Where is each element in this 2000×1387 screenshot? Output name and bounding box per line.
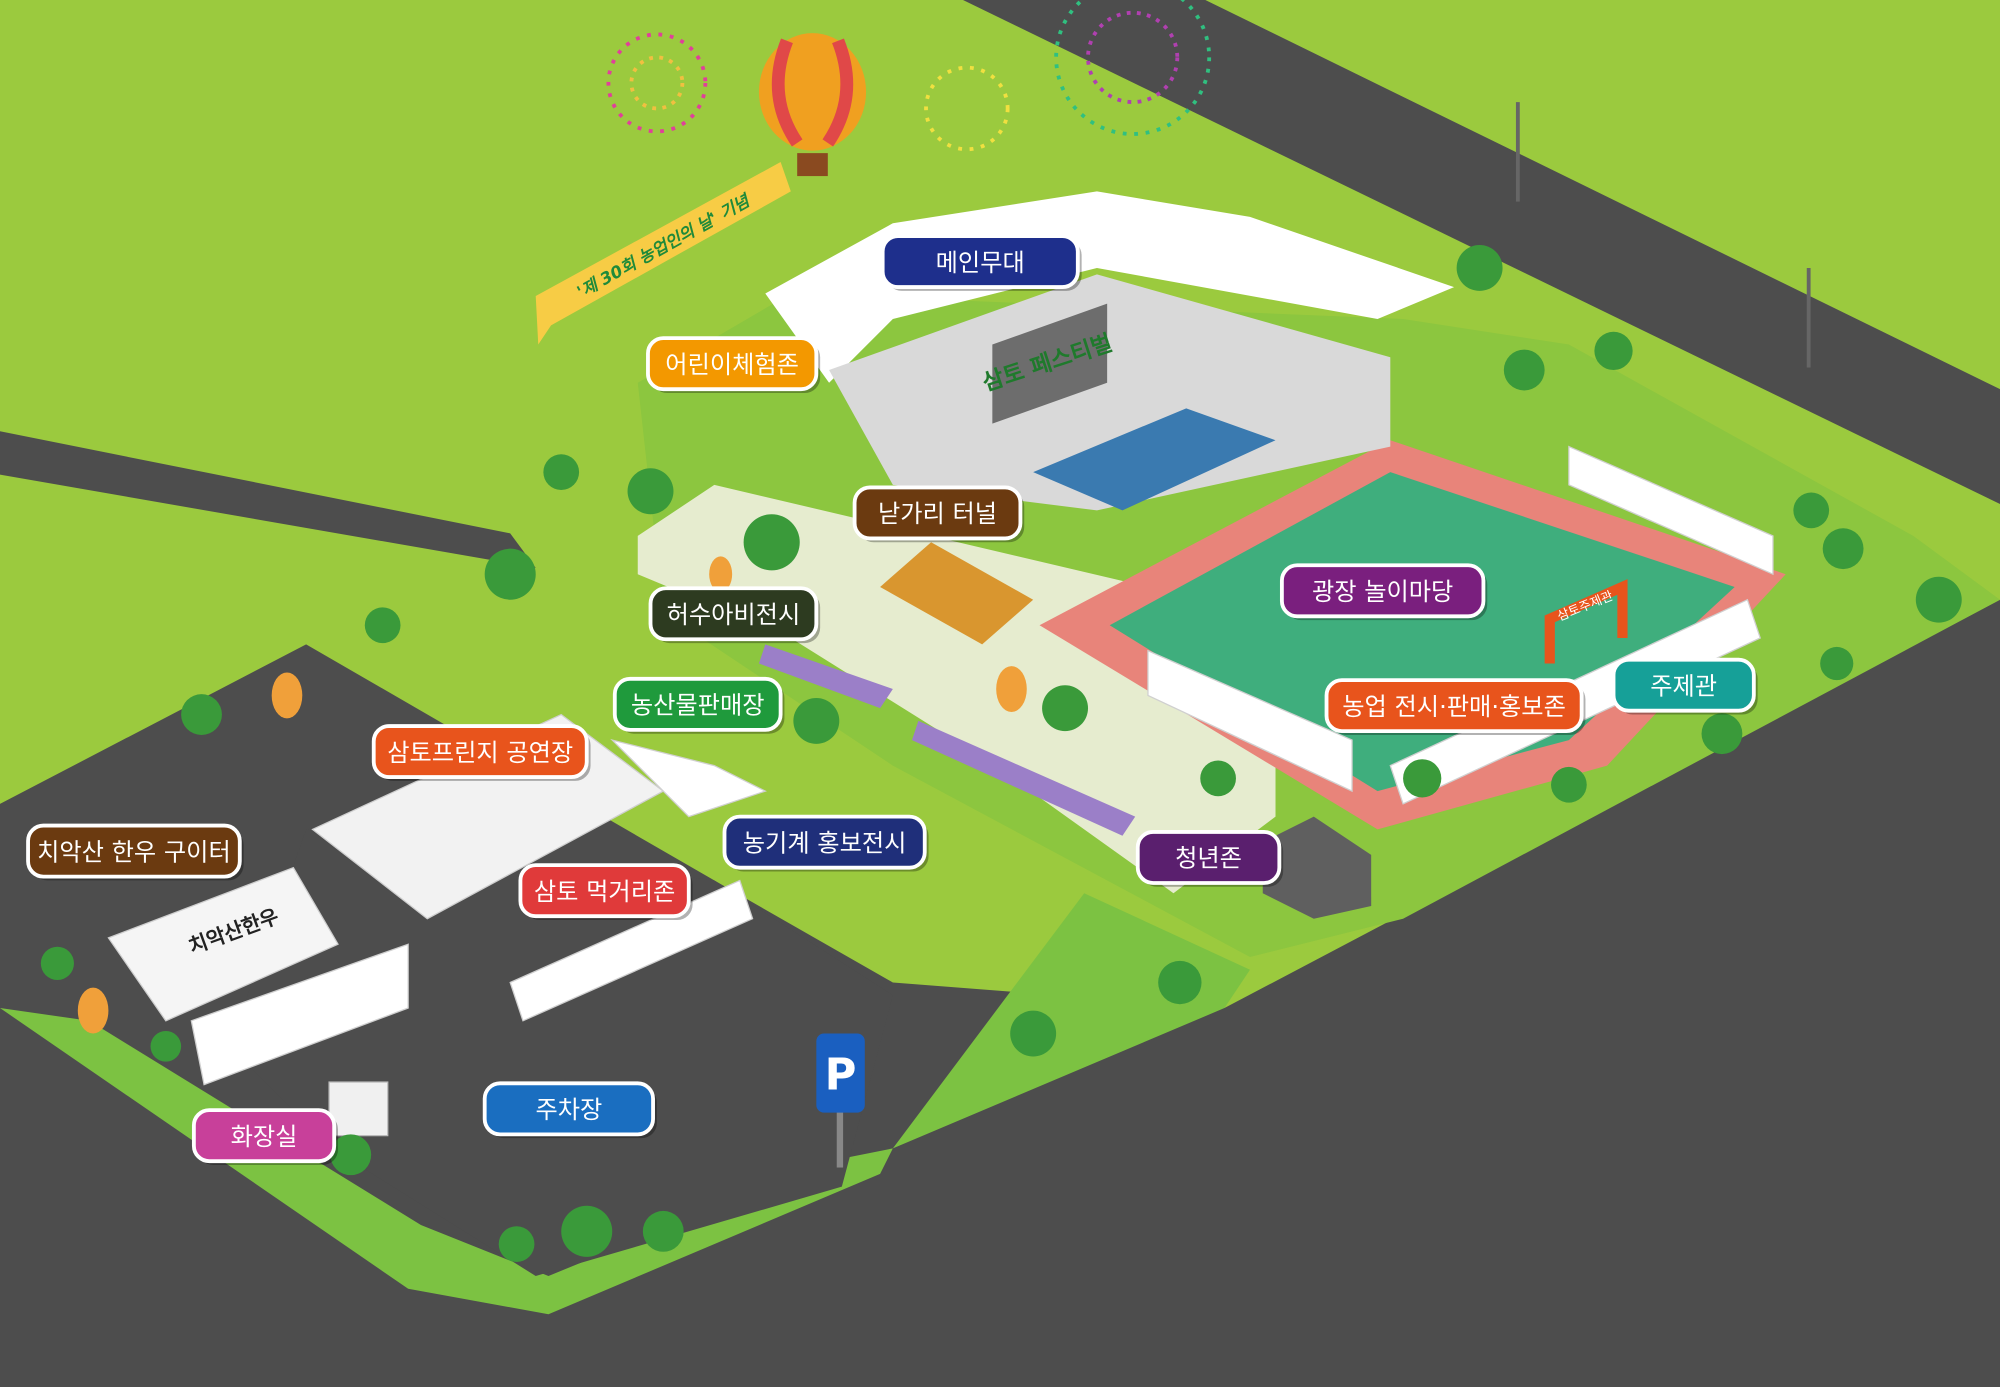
label-text: 주차장 [535,1096,602,1124]
label-box [1135,830,1282,885]
label-text: 삼토 먹거리존 [534,878,675,906]
label-box [191,1108,337,1164]
label-text: 낟가리 터널 [878,500,997,528]
label-box [722,814,927,870]
label-haystack-tunnel[interactable]: 낟가리 터널 [852,485,1025,543]
label-restroom[interactable]: 화장실 [191,1108,339,1165]
label-theme-hall[interactable]: 주제관 [1611,657,1758,715]
theme-gate [1544,579,1628,664]
label-kids-zone[interactable]: 어린이체험존 [646,336,821,394]
label-youth-zone[interactable]: 청년존 [1135,830,1284,887]
label-parking[interactable]: 주차장 [482,1081,657,1139]
label-box [648,586,819,642]
label-text: 어린이체험존 [665,351,799,379]
market-stalls [758,644,1136,836]
balloon-stripes [771,38,854,147]
label-box [1279,563,1486,619]
label-text: 농업 전시·판매·홍보존 [1342,693,1566,721]
trees [40,244,1962,1262]
parking-pole [836,1097,844,1168]
label-text: 농산물판매장 [631,692,765,720]
label-text: 주제관 [1650,672,1717,700]
label-box [852,485,1023,541]
label-box [26,823,242,879]
hanwoo-tent [107,866,339,1022]
parking-sign [816,1033,865,1113]
label-hanwoo-grill[interactable]: 치악산 한우 구이터 [26,823,244,881]
haystack-tunnel-shape [880,542,1034,645]
label-food-zone[interactable]: 삼토 먹거리존 [518,863,693,920]
label-text: 광장 놀이마당 [1312,578,1453,606]
label-text: 농기계 홍보전시 [743,829,907,857]
stage-screen [992,303,1108,424]
label-main-stage[interactable]: 메인무대 [880,234,1082,291]
label-box [371,724,589,779]
label-box [880,234,1080,290]
label-box [518,863,691,919]
restroom-units [328,1081,389,1137]
label-box [1611,657,1756,713]
road-left [0,431,536,568]
label-plaza-playground[interactable]: 광장 놀이마당 [1279,563,1488,621]
label-agri-exhibit-zone[interactable]: 농업 전시·판매·홍보존 [1324,678,1586,735]
label-text: 청년존 [1175,845,1242,873]
label-text: 메인무대 [936,249,1025,277]
label-scarecrow-exhibit[interactable]: 허수아비전시 [648,586,821,644]
label-text: 치악산 한우 구이터 [37,838,231,866]
youth-building [1262,816,1372,919]
label-box [646,336,819,392]
label-text: 삼토프린지 공연장 [387,739,573,767]
autumn-trees [77,556,1027,1034]
balloon-basket [797,153,828,177]
label-produce-market[interactable]: 농산물판매장 [612,676,785,734]
label-box [612,676,783,732]
venue-lower-grass [0,893,1250,1315]
parking-lot [229,829,893,1276]
audience-seats [1033,408,1276,511]
street-lamps [1515,102,1811,368]
fireworks [606,0,1212,152]
label-machinery-exhibit[interactable]: 농기계 홍보전시 [722,814,929,872]
label-box [482,1081,655,1137]
parking-sign-letter: P [825,1051,857,1101]
label-text: 화장실 [231,1123,298,1151]
commemoration-banner [535,162,791,345]
label-text: 허수아비전시 [667,601,801,629]
label-box [1324,678,1584,734]
label-fringe-stage[interactable]: 삼토프린지 공연장 [371,724,591,781]
